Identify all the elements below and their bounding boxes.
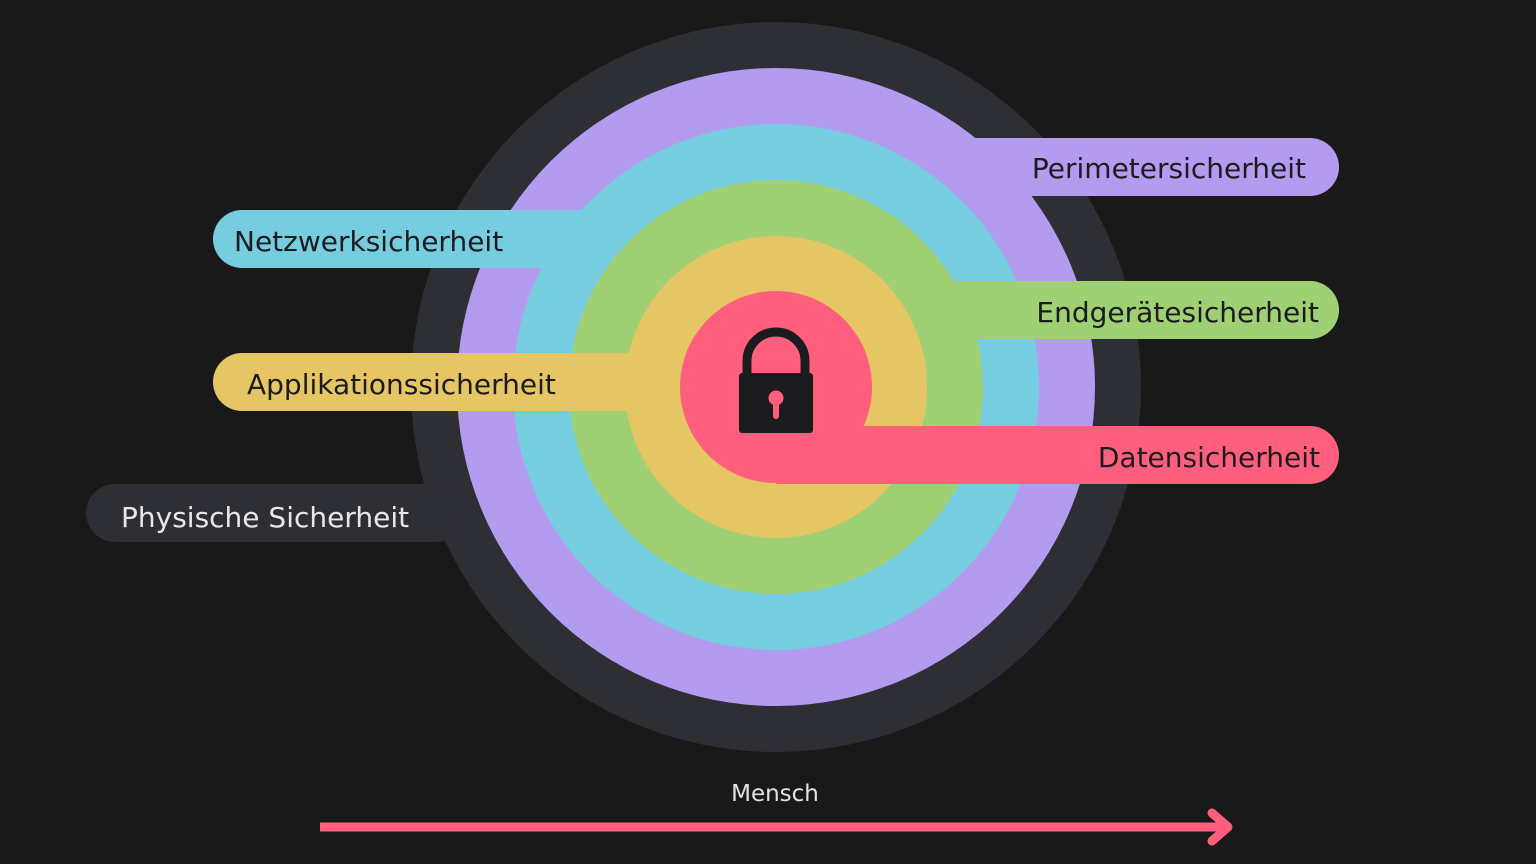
band-endpoint-join [940,281,1000,339]
label-data: Datensicherheit [1098,441,1320,474]
band-data-join [776,426,836,484]
band-application [213,353,663,411]
band-physical [86,484,466,542]
axis-label: Mensch [731,781,819,807]
label-network: Netzwerksicherheit [234,225,503,258]
band-data [776,426,1339,484]
label-perimeter: Perimetersicherheit [1032,152,1306,185]
band-perimeter-join [960,138,1020,196]
band-application-join [600,353,663,411]
label-physical: Physische Sicherheit [121,501,409,534]
label-endpoint: Endgerätesicherheit [1036,296,1319,329]
band-perimeter [960,138,1339,196]
band-endpoint [940,281,1339,339]
band-network-join [540,210,603,268]
arrow-right-icon [320,808,1233,846]
lock-icon [739,327,813,433]
band-network [213,210,603,268]
label-application: Applikationssicherheit [247,368,556,401]
